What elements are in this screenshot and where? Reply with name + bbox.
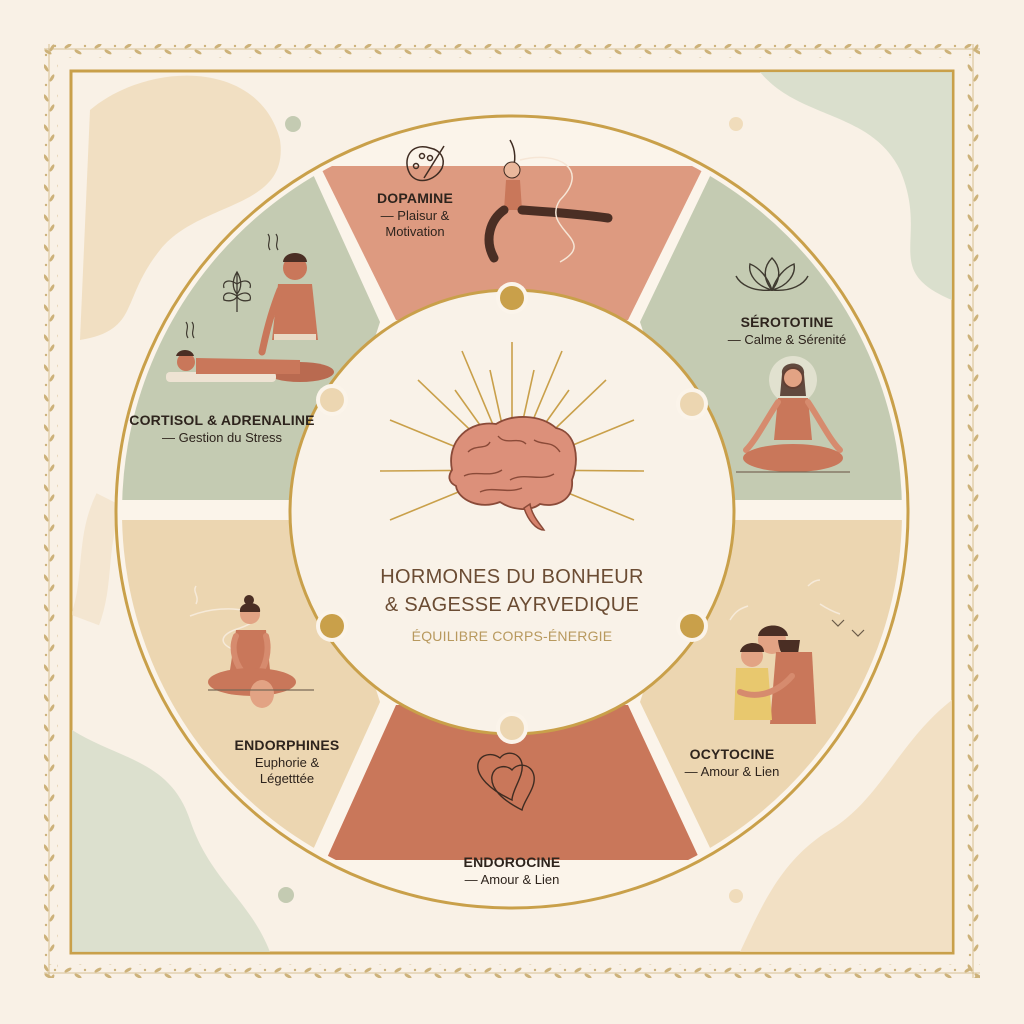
hormone-description: — Amour & Lien — [684, 763, 780, 779]
hormone-description: Motivation — [385, 223, 445, 239]
hormone-title: DOPAMINE — [376, 190, 453, 206]
hormone-description: — Amour & Lien — [464, 871, 560, 887]
main-title-line2: & SAGESSE AYRVEDIQUE — [384, 594, 640, 616]
vine-border — [44, 44, 980, 978]
hormone-description: Euphorie & — [254, 754, 320, 770]
label-ocytocine: OCYTOCINE — Amour & Lien — [672, 746, 792, 780]
deco-dot — [285, 116, 301, 132]
hormone-title: SÉROTOTINE — [740, 314, 834, 330]
lotus-icon — [735, 257, 809, 292]
label-dopamine: DOPAMINE — Plaisur & Motivation — [360, 190, 470, 240]
hormone-description: — Calme & Sérenité — [727, 331, 847, 347]
birds-icon — [831, 619, 865, 637]
background-waves — [72, 72, 952, 952]
label-endorphines: ENDORPHINES Euphorie & Légetttée — [220, 737, 354, 787]
label-endorocine: ENDOROCINE — Amour & Lien — [432, 854, 592, 888]
main-title-line1: HORMONES DU BONHEUR — [380, 566, 644, 588]
hormone-title: ENDORPHINES — [234, 737, 340, 753]
massage-figures — [166, 233, 334, 382]
hormone-title: OCYTOCINE — [689, 746, 775, 762]
label-serotonine: SÉROTOTINE — Calme & Sérenité — [712, 314, 862, 348]
hormone-description: Légetttée — [259, 770, 315, 786]
meditating-woman-figure — [736, 356, 850, 473]
hormone-title: ENDOROCINE — [463, 854, 561, 870]
yoga-jump-figure — [484, 139, 613, 263]
herb-leaf-icon — [222, 270, 252, 312]
deco-dot — [278, 887, 294, 903]
hormone-description: — Gestion du Stress — [162, 429, 282, 445]
hugging-couple-figure — [729, 579, 841, 724]
main-subtitle: ÉQUILIBRE CORPS-ÉNERGIE — [411, 628, 613, 644]
connector-dots — [316, 282, 708, 744]
segment-dopamine[interactable] — [320, 166, 704, 320]
brain-icon — [448, 416, 577, 531]
label-cortisol: CORTISOL & ADRENALINE — Gestion du Stres… — [124, 412, 320, 446]
hormone-title: CORTISOL & ADRENALINE — [129, 412, 315, 428]
gold-frame — [69, 69, 955, 955]
hormone-description: — Plaisur & — [380, 207, 450, 223]
deco-dot — [729, 889, 743, 903]
deco-dot — [729, 117, 743, 131]
segment-endorocine[interactable] — [326, 705, 700, 860]
palette-icon — [406, 145, 445, 182]
two-hearts-icon — [477, 752, 535, 812]
seated-woman-figure — [189, 585, 314, 708]
